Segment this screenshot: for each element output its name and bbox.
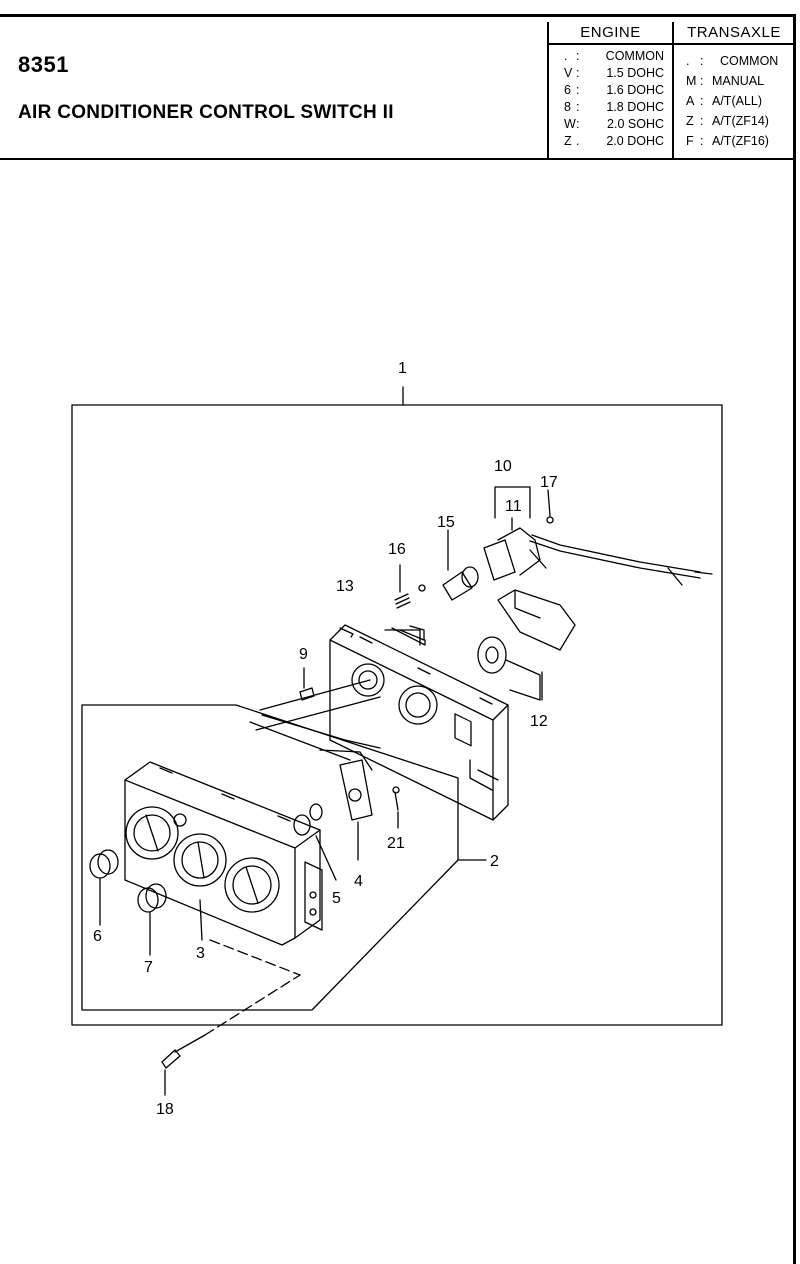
transaxle-row: A: A/T(ALL) xyxy=(674,91,794,111)
engine-sep: . xyxy=(576,134,580,148)
cable-assembly xyxy=(529,534,713,586)
engine-sep: : xyxy=(576,49,580,63)
callout-5: 5 xyxy=(332,890,341,907)
leader-18 xyxy=(204,974,301,1036)
transaxle-value: A/T(ZF16) xyxy=(712,134,769,148)
front-bezel-3 xyxy=(124,761,323,946)
spring-16 xyxy=(394,564,426,609)
engine-code: W xyxy=(564,117,576,131)
engine-sep: : xyxy=(576,83,580,97)
engine-code: V xyxy=(564,66,573,80)
callout-9: 9 xyxy=(299,646,308,663)
engine-sep: : xyxy=(576,117,580,131)
callout-12: 12 xyxy=(530,713,548,730)
transaxle-code: M xyxy=(686,74,697,88)
engine-row: .: COMMON xyxy=(549,48,672,65)
callout-1: 1 xyxy=(398,360,407,377)
engine-sep: : xyxy=(576,100,580,114)
callout-11: 11 xyxy=(505,498,522,515)
transaxle-sep: : xyxy=(700,74,704,88)
engine-code: Z xyxy=(564,134,572,148)
engine-code: 8 xyxy=(564,100,571,114)
engine-code: . xyxy=(564,49,568,63)
callout-21: 21 xyxy=(387,835,405,852)
switch-4 xyxy=(339,759,373,861)
transaxle-sep: : xyxy=(700,114,704,128)
transaxle-row: Z: A/T(ZF14) xyxy=(674,111,794,131)
header-bottom-rule xyxy=(0,158,796,160)
engine-value: 2.0 SOHC xyxy=(607,117,664,131)
transaxle-value: A/T(ZF14) xyxy=(712,114,769,128)
part-group-number: 8351 xyxy=(18,52,69,77)
engine-value: 1.6 DOHC xyxy=(606,83,664,97)
callout-10: 10 xyxy=(494,458,512,475)
mode-switch-12 xyxy=(477,589,576,701)
transaxle-row: M: MANUAL xyxy=(674,71,794,91)
knob-7 xyxy=(137,883,167,956)
assembly-dash-line xyxy=(209,939,301,976)
engine-code: 6 xyxy=(564,83,571,97)
screw-17 xyxy=(546,489,554,524)
callout-17: 17 xyxy=(540,474,558,491)
callout-3: 3 xyxy=(196,945,205,962)
control-linkage xyxy=(249,679,381,771)
callout-13: 13 xyxy=(336,578,354,595)
callout-18: 18 xyxy=(156,1101,174,1118)
engine-sep: : xyxy=(576,66,580,80)
transaxle-code: F xyxy=(686,134,694,148)
frame-right-rule xyxy=(793,14,796,1264)
callout-2: 2 xyxy=(490,853,499,870)
callout-6: 6 xyxy=(93,928,102,945)
subassembly-bracket-2 xyxy=(81,704,487,1011)
callout-4: 4 xyxy=(354,873,363,890)
engine-column: ENGINE .: COMMON V: 1.5 DOHC 6: 1.6 DOHC 8:… xyxy=(549,22,674,158)
knob-6 xyxy=(89,849,119,926)
callout-15: 15 xyxy=(437,514,455,531)
transaxle-sep: : xyxy=(700,134,704,148)
leader-3 xyxy=(199,899,203,941)
transaxle-value: COMMON xyxy=(720,54,779,68)
engine-value: COMMON xyxy=(605,49,664,63)
transaxle-heading: TRANSAXLE xyxy=(674,22,794,45)
socket-15 xyxy=(399,529,479,641)
screw-9 xyxy=(299,667,315,701)
rear-housing-13 xyxy=(329,624,509,821)
callout-7: 7 xyxy=(144,959,153,976)
assembly-bracket-1 xyxy=(71,386,723,1026)
transaxle-value: MANUAL xyxy=(712,74,765,88)
actuator-10 xyxy=(483,486,547,581)
knob-5 xyxy=(293,803,337,881)
transaxle-row: F: A/T(ZF16) xyxy=(674,131,794,151)
engine-row: 8: 1.8 DOHC xyxy=(549,99,672,116)
transaxle-sep: : xyxy=(700,94,704,108)
engine-heading: ENGINE xyxy=(549,22,672,45)
transaxle-sep: : xyxy=(700,54,704,68)
engine-value: 2.0 DOHC xyxy=(606,134,664,148)
transaxle-column: TRANSAXLE .: COMMON M: MANUAL A: A/T(ALL) Z… xyxy=(674,22,794,158)
screw-18 xyxy=(161,1034,206,1096)
engine-row: W: 2.0 SOHC xyxy=(549,116,672,133)
page-title: AIR CONDITIONER CONTROL SWITCH II xyxy=(18,102,394,123)
transaxle-value: A/T(ALL) xyxy=(712,94,763,108)
engine-row: Z. 2.0 DOHC xyxy=(549,133,672,150)
engine-row: 6: 1.6 DOHC xyxy=(549,82,672,99)
engine-value: 1.5 DOHC xyxy=(606,66,664,80)
transaxle-code: A xyxy=(686,94,695,108)
transaxle-code: . xyxy=(686,54,690,68)
callout-16: 16 xyxy=(388,541,406,558)
screw-21 xyxy=(392,786,400,829)
engine-value: 1.8 DOHC xyxy=(606,100,664,114)
engine-row: V: 1.5 DOHC xyxy=(549,65,672,82)
frame-top-rule xyxy=(0,14,796,17)
spec-table: ENGINE .: COMMON V: 1.5 DOHC 6: 1.6 DOHC 8:… xyxy=(547,22,794,158)
transaxle-row: .: COMMON xyxy=(674,51,794,71)
transaxle-code: Z xyxy=(686,114,694,128)
